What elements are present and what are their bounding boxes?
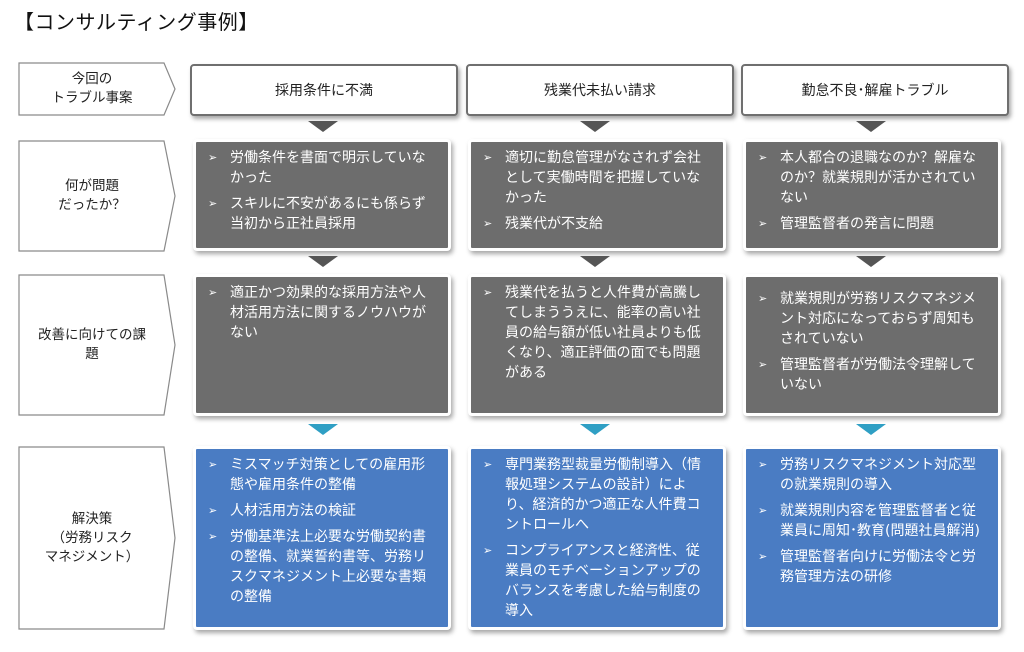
bullet-item: ➢適切に勤怠管理がなされず会社として実働時間を把握していなかった bbox=[483, 150, 701, 206]
bullet-item: ➢本人都合の退職なのか？解雇なのか？就業規則が活かされていない bbox=[758, 150, 976, 206]
pentagon-arrow-shape bbox=[18, 274, 176, 416]
bullet-arrow-icon: ➢ bbox=[758, 358, 768, 371]
problem-box-overtime: ➢適切に勤怠管理がなされず会社として実働時間を把握していなかった ➢残業代が不支… bbox=[468, 139, 726, 251]
column-header-overtime: 残業代未払い請求 bbox=[466, 64, 734, 116]
bullet-item: ➢管理監督者が労働法令理解していない bbox=[758, 357, 976, 393]
bullet-item: ➢人材活用方法の検証 bbox=[208, 503, 356, 519]
bullet-item: ➢スキルに不安があるにも係らず当初から正社員採用 bbox=[208, 196, 426, 232]
down-arrow-icon bbox=[308, 424, 338, 435]
problem-box-attendance: ➢本人都合の退職なのか？解雇なのか？就業規則が活かされていない ➢管理監督者の発… bbox=[743, 139, 1001, 251]
bullet-item: ➢管理監督者の発言に問題 bbox=[758, 216, 934, 232]
page-title: 【コンサルティング事例】 bbox=[14, 10, 259, 34]
issue-box-overtime: ➢残業代を払うと人件費が高騰してしまううえに、能率の高い社員の給与額が低い社員よ… bbox=[468, 274, 726, 416]
row-label-problem: 何が問題 だったか？ bbox=[18, 140, 178, 252]
down-arrow-icon bbox=[856, 424, 886, 435]
row-label-text: 解決策 （労務リスク マネジメント） bbox=[44, 510, 140, 565]
bullet-arrow-icon: ➢ bbox=[483, 286, 493, 299]
down-arrow-icon bbox=[580, 256, 610, 267]
row-label-solution: 解決策 （労務リスク マネジメント） bbox=[18, 446, 178, 630]
bullet-item: ➢就業規則内容を管理監督者と従業員に周知･教育(問題社員解消) bbox=[758, 503, 980, 539]
down-arrow-icon bbox=[308, 256, 338, 267]
solution-box-attendance: ➢労務リスクマネジメント対応型の就業規則の導入 ➢就業規則内容を管理監督者と従業… bbox=[743, 446, 1001, 630]
issue-box-hiring: ➢適正かつ効果的な採用方法や人材活用方法に関するノウハウがない bbox=[193, 274, 451, 416]
bullet-arrow-icon: ➢ bbox=[208, 504, 218, 517]
bullet-item: ➢コンプライアンスと経済性、従業員のモチベーションアップのバランスを考慮した給与… bbox=[483, 543, 701, 619]
bullet-item: ➢労働条件を書面で明示していなかった bbox=[208, 150, 426, 186]
bullet-item: ➢管理監督者向けに労働法令と労務管理方法の研修 bbox=[758, 549, 976, 585]
bullet-arrow-icon: ➢ bbox=[208, 286, 218, 299]
pentagon-arrow-shape bbox=[18, 446, 176, 630]
bullet-arrow-icon: ➢ bbox=[758, 151, 768, 164]
bullet-item: ➢就業規則が労務リスクマネジメント対応になっておらず周知もされていない bbox=[758, 291, 976, 347]
bullet-arrow-icon: ➢ bbox=[758, 504, 768, 517]
row-label-text: 改善に向けての課 題 bbox=[38, 327, 146, 362]
solution-box-hiring: ➢ミスマッチ対策としての雇用形態や雇用条件の整備 ➢人材活用方法の検証 ➢労働基… bbox=[193, 446, 451, 630]
bullet-item: ➢残業代を払うと人件費が高騰してしまううえに、能率の高い社員の給与額が低い社員よ… bbox=[483, 285, 701, 381]
bullet-arrow-icon: ➢ bbox=[758, 550, 768, 563]
down-arrow-icon bbox=[580, 424, 610, 435]
bullet-arrow-icon: ➢ bbox=[208, 458, 218, 471]
bullet-arrow-icon: ➢ bbox=[208, 197, 218, 210]
bullet-arrow-icon: ➢ bbox=[483, 151, 493, 164]
bullet-item: ➢労務リスクマネジメント対応型の就業規則の導入 bbox=[758, 457, 976, 493]
row-label-trouble: 今回の トラブル事案 bbox=[18, 62, 178, 116]
bullet-arrow-icon: ➢ bbox=[483, 458, 493, 471]
column-header-hiring: 採用条件に不満 bbox=[190, 64, 458, 116]
down-arrow-icon bbox=[308, 121, 338, 132]
bullet-item: ➢残業代が不支給 bbox=[483, 216, 603, 232]
bullet-item: ➢専門業務型裁量労働制導入（情報処理システムの設計）により、経済的かつ適正な人件… bbox=[483, 457, 701, 533]
issue-box-attendance: ➢就業規則が労務リスクマネジメント対応になっておらず周知もされていない ➢管理監… bbox=[743, 274, 1001, 416]
solution-box-overtime: ➢専門業務型裁量労働制導入（情報処理システムの設計）により、経済的かつ適正な人件… bbox=[468, 446, 726, 630]
bullet-arrow-icon: ➢ bbox=[758, 292, 768, 305]
bullet-arrow-icon: ➢ bbox=[208, 530, 218, 543]
problem-box-hiring: ➢労働条件を書面で明示していなかった ➢スキルに不安があるにも係らず当初から正社… bbox=[193, 139, 451, 251]
row-label-text: 今回の トラブル事案 bbox=[51, 71, 133, 106]
bullet-arrow-icon: ➢ bbox=[758, 458, 768, 471]
column-header-attendance: 勤怠不良･解雇トラブル bbox=[741, 64, 1009, 116]
bullet-arrow-icon: ➢ bbox=[483, 217, 493, 230]
pentagon-arrow-shape bbox=[18, 62, 176, 116]
bullet-arrow-icon: ➢ bbox=[483, 544, 493, 557]
down-arrow-icon bbox=[580, 121, 610, 132]
down-arrow-icon bbox=[856, 121, 886, 132]
bullet-arrow-icon: ➢ bbox=[758, 217, 768, 230]
pentagon-arrow-shape bbox=[18, 140, 176, 252]
bullet-item: ➢労働基準法上必要な労働契約書の整備、就業誓約書等、労務リスクマネジメント上必要… bbox=[208, 529, 426, 605]
bullet-item: ➢ミスマッチ対策としての雇用形態や雇用条件の整備 bbox=[208, 457, 426, 493]
bullet-arrow-icon: ➢ bbox=[208, 151, 218, 164]
row-label-issue: 改善に向けての課 題 bbox=[18, 274, 178, 416]
down-arrow-icon bbox=[856, 256, 886, 267]
bullet-item: ➢適正かつ効果的な採用方法や人材活用方法に関するノウハウがない bbox=[208, 285, 426, 341]
row-label-text: 何が問題 だったか？ bbox=[58, 178, 126, 213]
